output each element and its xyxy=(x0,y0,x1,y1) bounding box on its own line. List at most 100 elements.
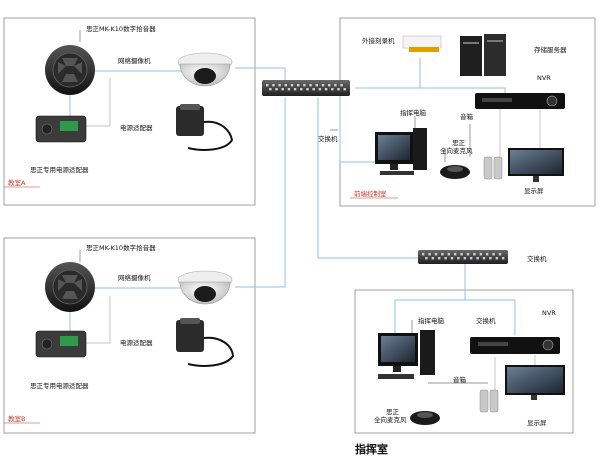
switch-port xyxy=(272,84,275,87)
command-room-title: 指挥室 xyxy=(355,443,388,456)
switch-port xyxy=(438,257,441,260)
switch-port xyxy=(495,257,498,260)
adapter-a-label: 电源适配器 xyxy=(120,124,153,132)
nvr-command-label: NVR xyxy=(542,309,556,317)
switch-port xyxy=(454,253,457,256)
mic-command-label-1: 思正 xyxy=(386,408,399,416)
nvr-control xyxy=(475,93,565,109)
mic-command xyxy=(410,411,440,425)
switch-port xyxy=(473,253,476,256)
switch-main-label: 交换机 xyxy=(318,135,338,143)
sz-adapter-b-label: 思正专用电源适配器 xyxy=(30,382,89,390)
switch-port xyxy=(492,253,495,256)
pickup-device-a xyxy=(45,45,95,95)
main-switch xyxy=(262,80,350,96)
command-pc xyxy=(378,330,435,379)
network-cables xyxy=(69,58,516,355)
ip-camera-a xyxy=(177,52,233,87)
switch-port xyxy=(460,253,463,256)
switch-port xyxy=(328,84,331,87)
switch-port xyxy=(321,84,325,87)
switch-port xyxy=(312,88,315,91)
camera-b-label: 网络摄像机 xyxy=(118,274,151,282)
power-adapter-box-b xyxy=(35,330,87,358)
command-pc-control xyxy=(375,128,427,175)
switch-port xyxy=(447,253,450,256)
display-command-label: 显示屏 xyxy=(527,419,547,427)
switch-port xyxy=(309,84,312,87)
switch-port xyxy=(422,253,425,256)
switch-port xyxy=(340,84,343,87)
switch-port xyxy=(466,253,470,256)
switch-port xyxy=(266,84,269,87)
adapter-b-label: 电源适配器 xyxy=(120,339,153,347)
display-control xyxy=(508,148,564,182)
switch-port xyxy=(444,257,447,260)
switch-port xyxy=(502,257,505,260)
server-label: 存储服务器 xyxy=(534,46,567,54)
switch-port xyxy=(275,88,278,91)
switch-port xyxy=(269,88,272,91)
power-adapter-a xyxy=(176,104,234,151)
pickup-a-label: 思正MK-K10数字拾音器 xyxy=(86,25,156,33)
switch-port xyxy=(457,257,460,260)
mic-control xyxy=(440,165,470,179)
switch-port xyxy=(428,253,431,256)
sz-adapter-a-label: 思正专用电源适配器 xyxy=(30,166,89,174)
mic-control-label-1: 思正 xyxy=(452,139,465,147)
room-tag-lines xyxy=(4,186,398,424)
mic-command-label-2: 全向麦克风 xyxy=(374,416,407,424)
switch-port xyxy=(486,253,489,256)
switch-port xyxy=(284,84,287,87)
switch-port xyxy=(306,88,309,91)
pc-command-label: 指挥电脑 xyxy=(418,317,444,325)
switch-port xyxy=(463,257,466,260)
switch-port xyxy=(318,88,322,91)
switch-port xyxy=(331,88,334,91)
nvr-control-label: NVR xyxy=(537,74,551,82)
nvr-command xyxy=(470,337,560,354)
speaker-control-label: 音箱 xyxy=(460,113,473,121)
switch-port xyxy=(489,257,492,260)
switch-port xyxy=(287,88,291,91)
switch-port xyxy=(470,257,473,260)
switch-port xyxy=(476,257,479,260)
switch-port xyxy=(434,253,438,256)
speaker-command-label: 音箱 xyxy=(453,376,466,384)
switch-port xyxy=(281,88,284,91)
storage-server xyxy=(460,34,506,76)
switch-port xyxy=(290,84,294,87)
classroom-a-tag: 教室A xyxy=(8,179,26,187)
ip-camera-b xyxy=(177,270,233,305)
burner-label: 外接刻录机 xyxy=(362,37,395,45)
switch-port xyxy=(315,84,318,87)
mic-control-label-2: 全向麦克风 xyxy=(440,147,473,155)
switch-port xyxy=(441,253,444,256)
classroom-a-frame xyxy=(3,17,256,206)
power-adapter-b xyxy=(176,318,235,367)
switch-port xyxy=(300,88,303,91)
av-wiring xyxy=(86,78,541,390)
switch-port xyxy=(450,257,454,260)
power-adapter-box-a xyxy=(35,115,87,143)
classroom-b-frame xyxy=(3,237,256,434)
control-room-tag: 前端控制室 xyxy=(354,190,387,198)
leader-lines xyxy=(79,30,488,384)
disc-burner xyxy=(402,35,442,52)
switch-port xyxy=(334,84,337,87)
switch-port xyxy=(297,84,300,87)
switch-port xyxy=(498,253,502,256)
speakers-command xyxy=(479,389,499,413)
switch-command-label: 交换机 xyxy=(476,317,496,325)
classroom-b-tag: 教室B xyxy=(8,415,26,423)
camera-a-label: 网络摄像机 xyxy=(118,57,151,65)
switch-port xyxy=(343,88,346,91)
display-command xyxy=(505,365,565,400)
speakers-control xyxy=(483,156,503,180)
pickup-b-label: 思正MK-K10数字拾音器 xyxy=(86,244,156,252)
switch-port xyxy=(337,88,340,91)
display-control-label: 显示屏 xyxy=(524,187,544,195)
switch2-label: 交换机 xyxy=(527,255,547,263)
switch-port xyxy=(482,257,486,260)
